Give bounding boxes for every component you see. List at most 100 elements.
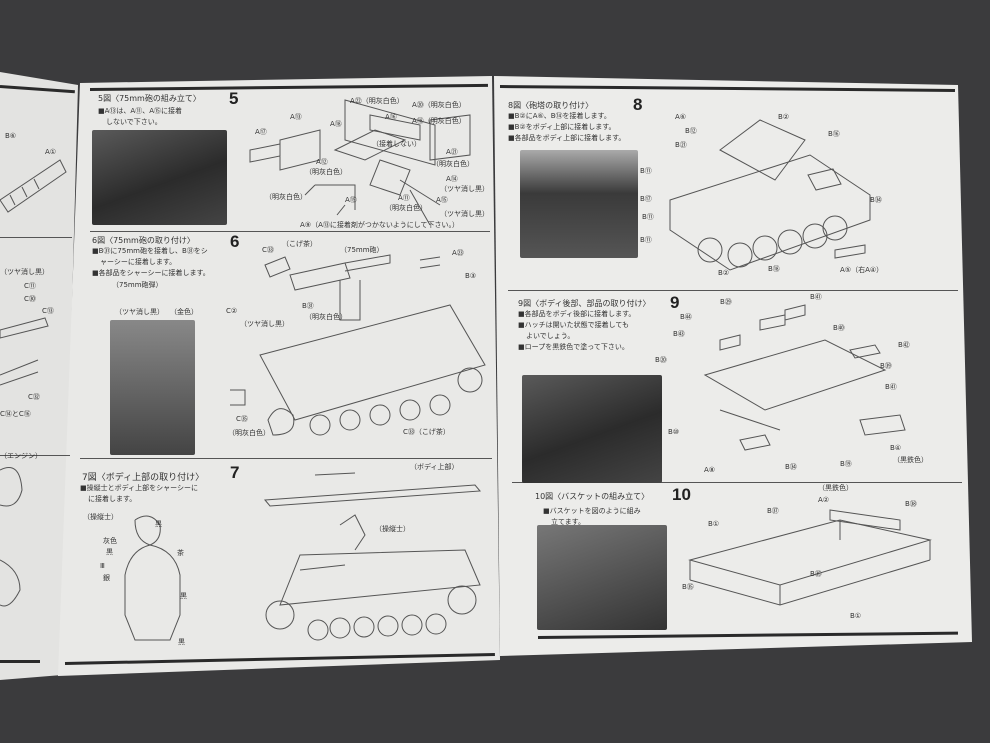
step-5-title: 5図〈75mm砲の組み立て〉	[98, 94, 201, 103]
divider	[0, 237, 72, 238]
part-label: B⑰	[640, 195, 652, 203]
part-label: C㉝（こげ茶）	[403, 428, 450, 436]
part-label: A⑳（明灰白色）	[412, 101, 466, 109]
step-7-notes: ■操縦士とボディ上部をシャーシーにに接着します。	[80, 484, 198, 503]
part-label: （黒鉄色）	[893, 456, 928, 464]
step-6-number: 6	[230, 232, 240, 251]
part-label: B㉑	[675, 141, 687, 149]
part-label: （黒鉄色）	[818, 484, 853, 492]
part-label: B⑪	[640, 236, 652, 244]
step-9-notes: ■各部品をボディ後部に接着します。■ハッチは開いた状態で接着してもよいでしょう。…	[518, 310, 636, 351]
part-label: B⑪	[642, 213, 654, 221]
part-label: （金色）	[170, 308, 198, 316]
step-10-notes: ■バスケットを図のように組み立てます。	[543, 507, 641, 526]
divider	[90, 231, 490, 232]
part-label: A⑮	[345, 196, 357, 204]
photo-basket	[537, 525, 667, 630]
part-label: （明灰白色）	[228, 429, 270, 437]
part-label: B㉞	[870, 196, 882, 204]
part-label: C㉟	[236, 415, 248, 423]
part-label: B⑲	[840, 460, 852, 468]
part-label: B②	[718, 269, 730, 277]
part-label: （ツヤ消し黒）	[440, 185, 489, 193]
step-5-number: 5	[229, 89, 239, 108]
divider	[508, 290, 958, 291]
part-label: （明灰白色）	[385, 204, 427, 212]
part-label: （明灰白色）	[265, 193, 307, 201]
step-8-number: 8	[633, 95, 643, 114]
part-label: B⑱	[768, 265, 780, 273]
part-label: A⑱	[330, 120, 342, 128]
photo-chassis-top	[110, 320, 195, 455]
divider	[0, 455, 70, 456]
part-label: 黒	[106, 548, 113, 556]
part-label: B㊴	[880, 362, 892, 370]
part-label: A⑱（明灰白色）	[412, 117, 466, 125]
part-label: B⑳	[655, 356, 667, 364]
part-label: 銀	[103, 574, 110, 582]
divider	[80, 458, 492, 459]
part-label: A⑭	[446, 175, 458, 183]
part-label: A⑥	[675, 113, 687, 121]
step-6-notes: ■B㉛に75mm砲を接着し、B㉛をシャーシーに接着します。■各部品をシャーシーに…	[92, 247, 210, 277]
part-label: A⑪	[398, 194, 410, 202]
part-label: B②	[778, 113, 790, 121]
part-label: B⑩	[668, 428, 680, 436]
part-label: （明灰白色）	[305, 168, 347, 176]
part-label: （接着しない）	[372, 140, 421, 148]
part-label: 黒	[180, 592, 187, 600]
part-label: B㉟	[810, 570, 822, 578]
part-label: （75mm砲弾）	[112, 281, 163, 289]
step-10-number: 10	[672, 485, 691, 504]
part-label: （明灰白色）	[432, 160, 474, 168]
part-label: B①	[850, 612, 862, 620]
part-label: A⑬	[290, 113, 302, 121]
part-label: A⑤（右A④）	[840, 266, 884, 274]
step-6-title: 6図〈75mm砲の取り付け〉	[92, 236, 195, 245]
part-label: B㉟	[682, 583, 694, 591]
part-label: C⑪	[24, 282, 36, 290]
divider	[0, 660, 40, 663]
part-label: B㊶	[885, 383, 897, 391]
part-label: B⑯	[828, 130, 840, 138]
part-label: 黒	[155, 520, 162, 528]
part-label: A㉓	[452, 249, 464, 257]
part-label: C②	[226, 307, 238, 315]
part-label: B㊹	[680, 313, 692, 321]
step-8-notes: ■B②にA⑥、B⑭を接着します。■B②をボディ上部に接着します。■各部品をボディ…	[508, 112, 626, 142]
photo-turret-model	[520, 150, 638, 258]
part-label: C⑭とC⑯	[0, 410, 31, 418]
part-label: B㊵	[833, 324, 845, 332]
part-label: A⑮	[436, 196, 448, 204]
part-label: A⑰	[255, 128, 267, 136]
part-label: Ⅲ	[100, 562, 105, 570]
part-label: （ツヤ消し黒）	[115, 308, 164, 316]
divider	[512, 482, 962, 483]
part-label: A㉒（明灰白色）	[350, 97, 404, 105]
step-9-number: 9	[670, 293, 680, 312]
part-label: （ボディ上部）	[410, 463, 459, 471]
part-label: （エンジン）	[0, 452, 42, 460]
part-label: （ツヤ消し黒）	[440, 210, 489, 218]
photo-gun-assembly	[92, 130, 227, 225]
part-label: B㉞	[785, 463, 797, 471]
part-label: B①	[708, 520, 720, 528]
part-label: B㊷	[898, 341, 910, 349]
part-label: B㊶	[810, 293, 822, 301]
part-label: （75mm砲）	[340, 246, 384, 254]
part-label: A⑫	[316, 158, 328, 166]
part-label: C㉜	[28, 393, 40, 401]
part-label: A⑯	[385, 113, 397, 121]
part-label: B㉙	[720, 298, 732, 306]
step-5-notes: ■A⑬は、A⑪、A⑮に接着しないで下さい。	[98, 107, 182, 126]
photo-body-rear	[522, 375, 662, 483]
part-label: C⑬	[42, 307, 54, 315]
part-label: 灰色	[103, 537, 117, 545]
part-label: 茶	[177, 549, 184, 557]
part-label: B㊲	[767, 507, 779, 515]
part-label: A⑧	[704, 466, 716, 474]
part-label: （ツヤ消し黒）	[0, 268, 49, 276]
part-label: B㊳	[905, 500, 917, 508]
part-label: 黒	[178, 638, 185, 646]
part-label: （操縦士）	[83, 513, 118, 521]
